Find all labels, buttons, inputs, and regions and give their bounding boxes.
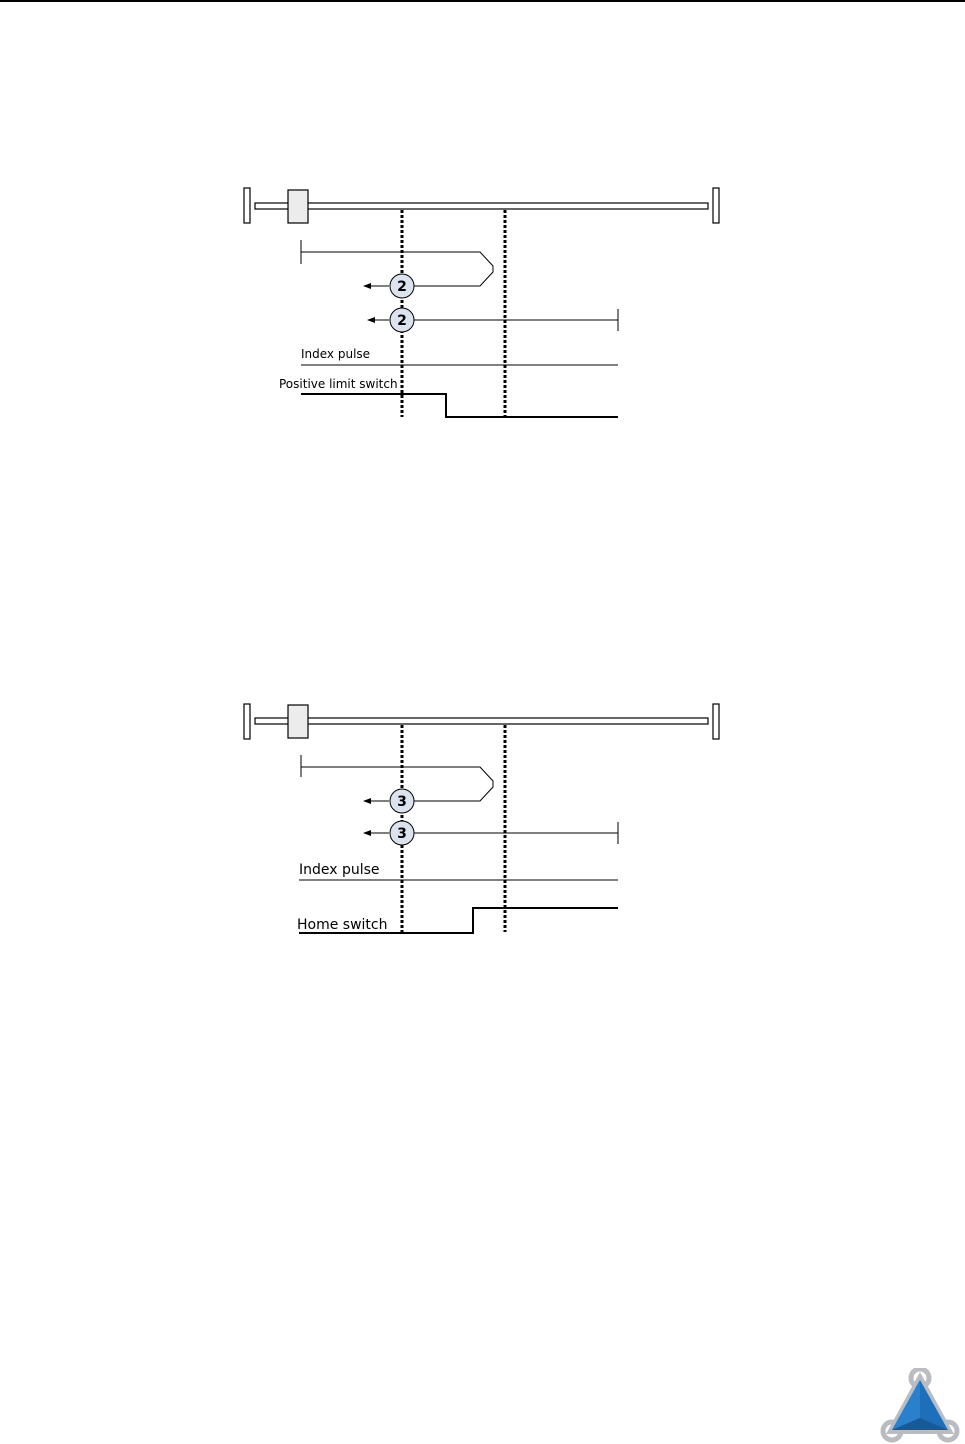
carriage — [287, 704, 309, 739]
header-rule — [0, 0, 965, 2]
left-end-stop — [243, 703, 251, 740]
step-number: 2 — [397, 279, 407, 295]
homing-diagram-home-switch: 3 3 Index pulse Home switch — [243, 703, 720, 934]
step-marker — [389, 788, 415, 814]
right-end-stop — [712, 187, 720, 224]
step-number: 2 — [397, 313, 407, 329]
home-switch-label: Home switch — [297, 917, 388, 933]
step-number: 3 — [397, 826, 407, 842]
step-number: 3 — [397, 794, 407, 810]
search-path — [301, 766, 494, 802]
step-marker — [389, 273, 415, 299]
limit-switch-label: Positive limit switch — [279, 377, 398, 391]
step-marker — [389, 307, 415, 333]
limit-switch-signal — [301, 393, 618, 418]
homing-diagram-positive-limit: 2 2 Index pulse Positive limit switch — [243, 187, 720, 418]
axis-rail — [254, 717, 709, 725]
trinamic-triangle-logo-icon — [880, 1368, 960, 1443]
search-path — [301, 251, 494, 287]
index-pulse-label: Index pulse — [301, 347, 370, 361]
axis-rail — [254, 202, 709, 210]
left-end-stop — [243, 187, 251, 224]
carriage — [287, 189, 309, 224]
home-switch-signal — [299, 907, 618, 934]
index-pulse-label: Index pulse — [299, 862, 380, 878]
step-marker — [389, 820, 415, 846]
right-end-stop — [712, 703, 720, 740]
